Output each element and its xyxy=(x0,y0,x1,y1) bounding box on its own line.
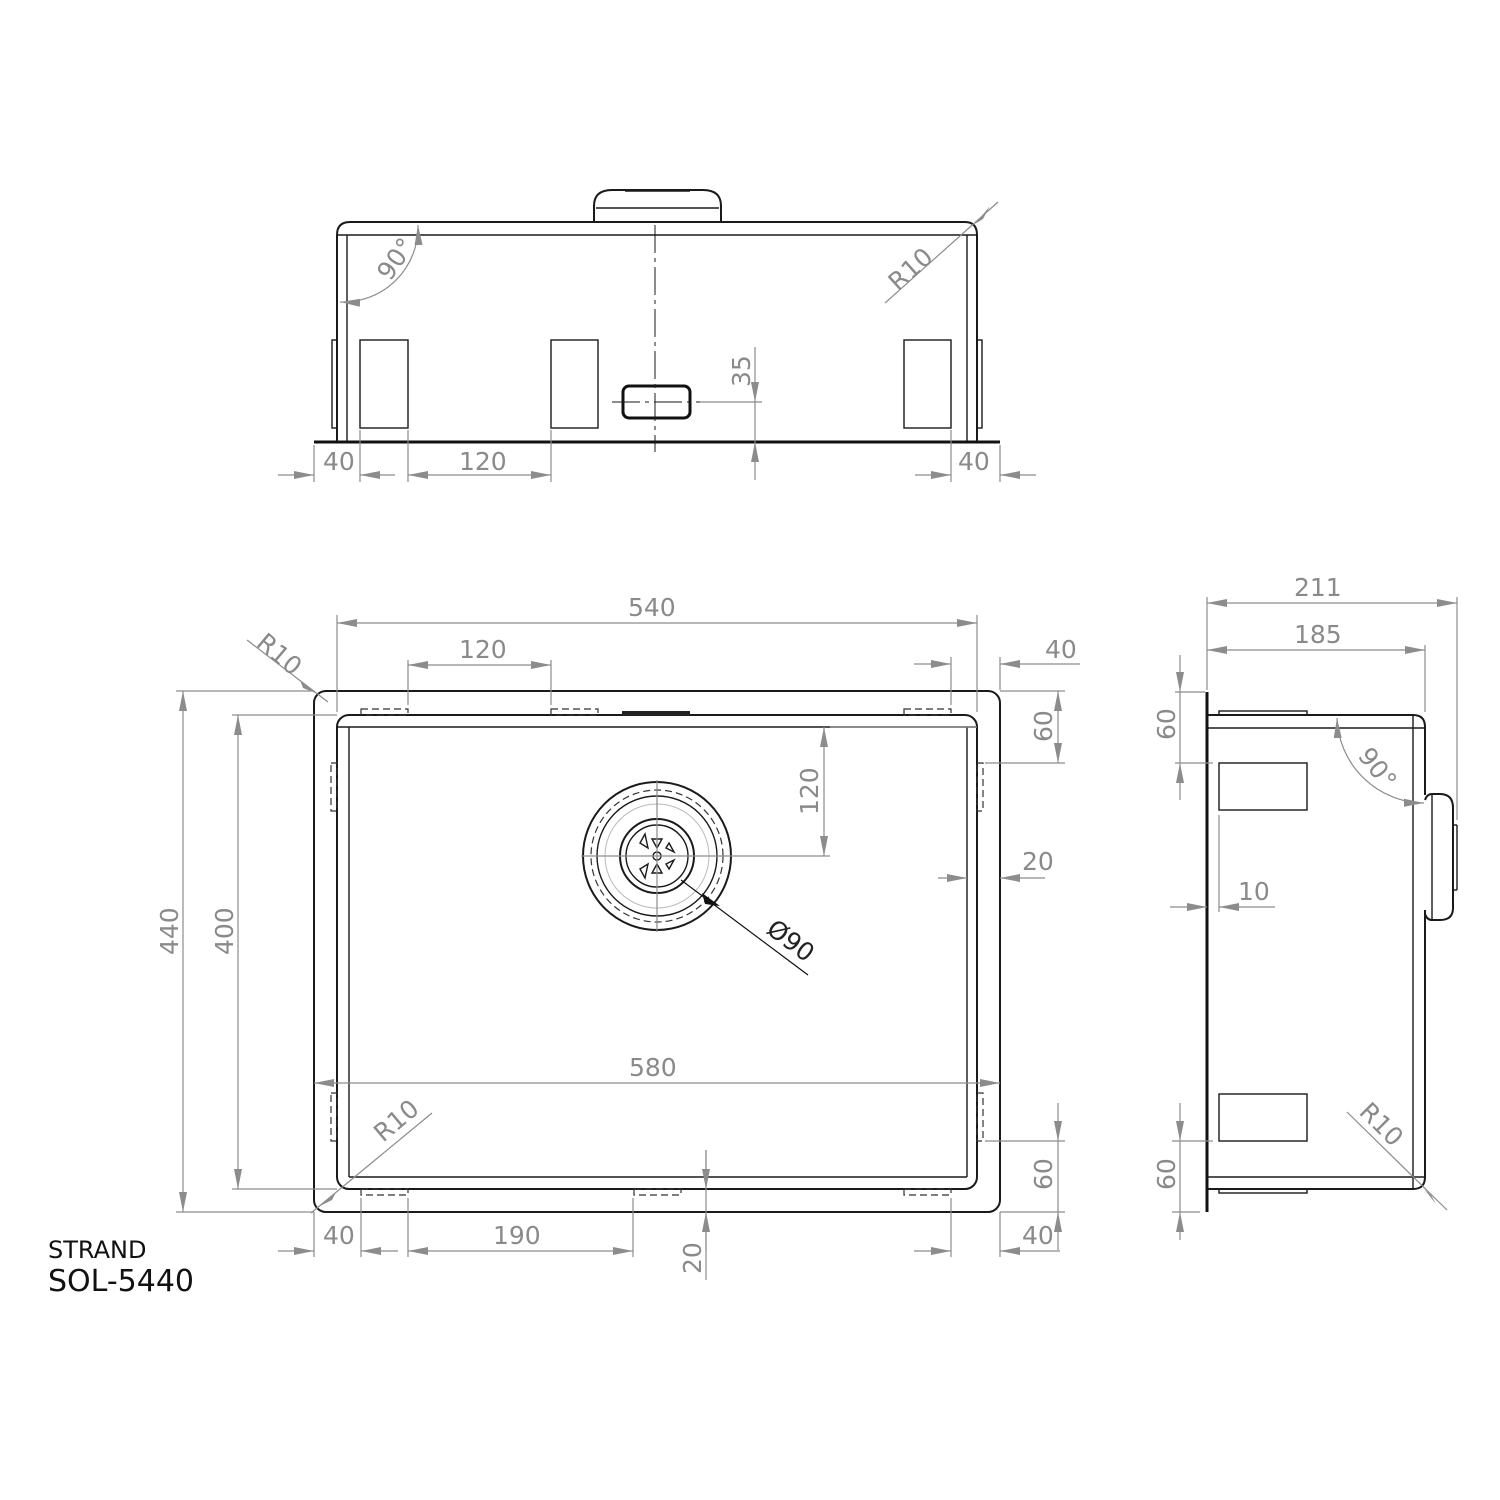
front-radius-label: R10 xyxy=(883,242,939,296)
overall-depth-label: 440 xyxy=(155,907,184,955)
mounting-bracket xyxy=(359,339,409,429)
drain-outlet-side xyxy=(1424,793,1454,921)
right-bottom-bracket-offset-label: 60 xyxy=(1029,1158,1058,1190)
bottom-bracket-spacing-label: 190 xyxy=(493,1221,541,1250)
model-number-label: SOL-5440 xyxy=(48,1264,195,1299)
brand-label: STRAND xyxy=(48,1236,147,1264)
side-bottom-bracket-offset-label: 60 xyxy=(1152,1158,1181,1190)
side-flange-thickness-label: 10 xyxy=(1238,877,1270,906)
top-radius-label: R10 xyxy=(251,627,307,681)
side-overall-height-label: 211 xyxy=(1294,573,1342,602)
right-bracket-offset-label: 60 xyxy=(1029,710,1058,742)
inner-depth-label: 400 xyxy=(210,907,239,955)
side-view: 211 185 60 90° 10 R10 60 xyxy=(1152,573,1458,1240)
top-right-offset-label: 40 xyxy=(1045,635,1077,664)
front-left-offset-label: 40 xyxy=(323,447,355,476)
inner-width-label: 540 xyxy=(628,593,676,622)
side-angle-label: 90° xyxy=(1352,742,1402,795)
top-view: R10 540 120 40 60 120 20 Ø90 xyxy=(155,593,1080,1280)
bottom-left-offset-label: 40 xyxy=(323,1221,355,1250)
bottom-radius-label: R10 xyxy=(368,1094,424,1148)
bottom-flange-label: 20 xyxy=(678,1242,707,1274)
drain-strainer xyxy=(581,780,735,932)
side-radius-label: R10 xyxy=(1354,1097,1409,1152)
mounting-bracket xyxy=(903,339,952,429)
bracket-height-label: 35 xyxy=(727,355,756,387)
drain-diameter-label: Ø90 xyxy=(761,914,820,968)
mounting-bracket xyxy=(1218,1093,1308,1142)
sink-body-outline xyxy=(336,221,978,442)
front-view: 90° R10 35 40 120 40 xyxy=(278,189,1036,482)
right-flange-label: 20 xyxy=(1022,847,1054,876)
right-bottom-offset-label: 40 xyxy=(1022,1221,1054,1250)
front-angle-label: 90° xyxy=(371,233,420,286)
side-top-bracket-offset-label: 60 xyxy=(1152,708,1181,740)
top-bracket-spacing-label: 120 xyxy=(459,635,507,664)
mounting-bracket xyxy=(1218,762,1308,811)
mounting-bracket xyxy=(550,339,599,429)
drain-offset-label: 120 xyxy=(795,767,824,815)
overall-width-label: 580 xyxy=(629,1053,677,1082)
front-right-offset-label: 40 xyxy=(958,447,990,476)
side-bowl-height-label: 185 xyxy=(1294,620,1342,649)
flange-outline xyxy=(313,690,1001,1213)
drain-outlet-profile xyxy=(593,189,722,222)
front-bracket-spacing-label: 120 xyxy=(459,447,507,476)
